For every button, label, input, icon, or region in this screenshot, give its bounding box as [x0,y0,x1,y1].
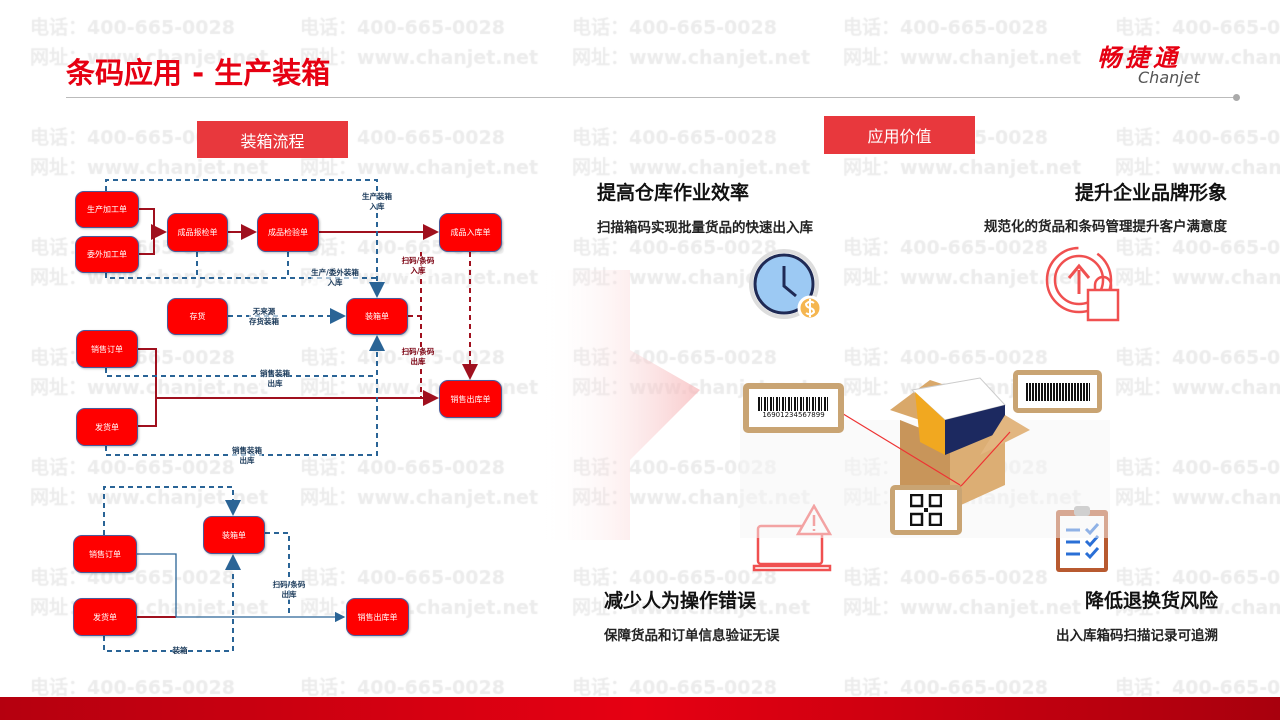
node-finished-goods-in: 成品入库单 [439,213,502,252]
value-desc-returns: 出入库箱码扫描记录可追溯 [1056,628,1218,644]
logo-en: Chanjet [1138,68,1200,87]
node-outsourcing-order: 委外加工单 [75,236,139,273]
node-sales-order: 销售订单 [76,330,138,368]
value-title-efficiency: 提高仓库作业效率 [597,182,750,204]
node-inspection: 成品检验单 [257,213,319,252]
value-desc-efficiency: 扫描箱码实现批量货品的快速出入库 [597,220,813,236]
barcode-number: 16901234567899 [762,411,825,419]
node-inventory: 存货 [167,298,228,335]
node-delivery-2: 发货单 [73,598,137,636]
node-delivery: 发货单 [76,408,138,446]
value-banner: 应用价值 [824,116,975,154]
qr-code-icon [910,494,942,526]
edge-label: 销售装箱 出库 [260,369,290,389]
value-desc-brand: 规范化的货品和条码管理提升客户满意度 [984,219,1227,235]
edge-label: 扫码/条码 入库 [401,256,435,276]
edge-label: 装箱 [172,646,188,656]
logo: 畅捷通 [1097,44,1181,72]
value-title-errors: 减少人为操作错误 [604,590,757,612]
barcode-label-left: 16901234567899 [743,383,844,433]
node-production-order: 生产加工单 [75,191,139,228]
value-desc-errors: 保障货品和订单信息验证无误 [604,628,780,644]
value-title-returns: 降低退换货风险 [1084,590,1218,612]
edge-label: 生产装箱 入库 [362,192,392,212]
edge-label: 无来源 存货装箱 [249,307,279,327]
qr-label [890,485,962,535]
node-sales-out-2: 销售出库单 [346,598,409,636]
edge-label: 扫码/条码 出库 [272,580,306,600]
node-inspection-request: 成品报检单 [167,213,228,252]
edge-label: 生产/委外装箱 入库 [311,268,359,288]
node-packing-list-2: 装箱单 [203,516,265,554]
brand-upgrade-icon [1045,246,1120,322]
footer-bar [0,697,1280,720]
packing-box-illustration [839,377,1030,510]
transition-arrow-icon [540,270,700,540]
value-title-brand: 提升企业品牌形象 [1074,182,1227,204]
page-title: 条码应用 - 生产装箱 [66,56,331,90]
barcode-icon [757,397,830,411]
flow-lines [103,179,478,652]
node-sales-out: 销售出库单 [439,380,502,418]
node-sales-order-2: 销售订单 [73,535,137,573]
barcode-icon [1025,382,1090,401]
edge-label: 销售装箱 出库 [232,446,262,466]
edge-label: 扫码/条码 出库 [401,347,435,367]
divider-dot [1233,94,1240,101]
node-packing-list: 装箱单 [346,298,408,335]
packing-flow-banner: 装箱流程 [197,121,348,158]
divider [66,97,1236,98]
clock-money-icon [749,249,823,321]
barcode-label-right [1013,370,1102,413]
